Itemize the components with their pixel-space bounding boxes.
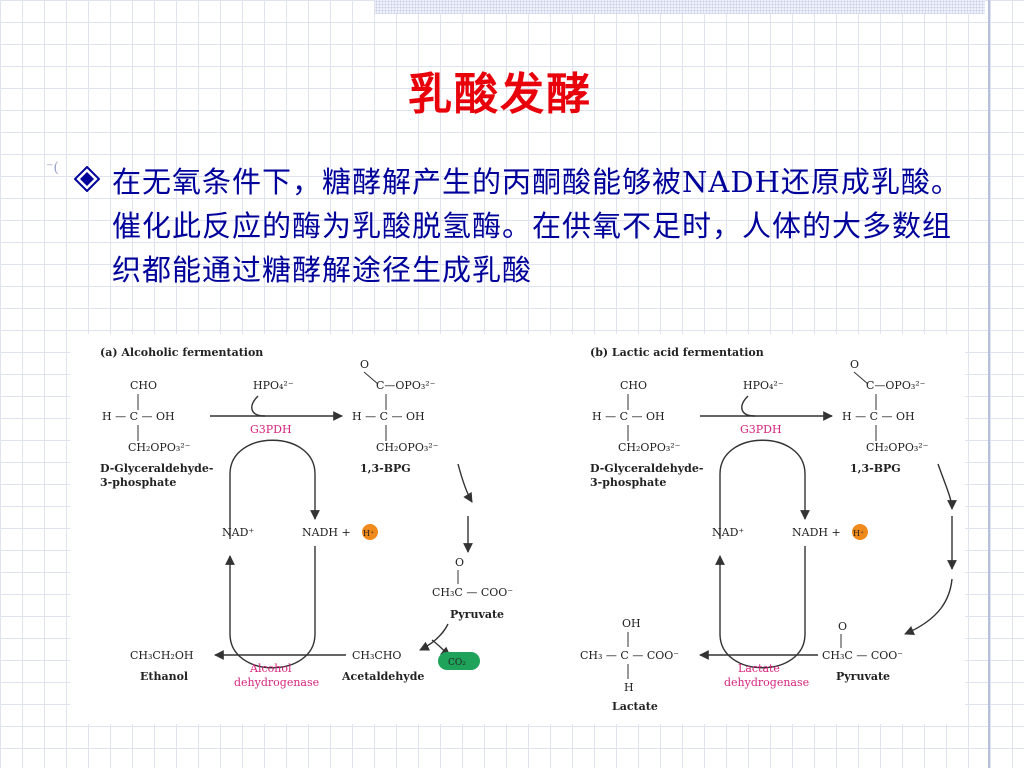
panel-lactic: (b) Lactic acid fermentation CHO H — C —…	[580, 346, 957, 713]
ethanol-formula: CH₃CH₂OH	[130, 649, 193, 662]
nad-to-nadh-loop	[719, 439, 810, 539]
proton-label: H⁺	[363, 529, 374, 538]
g3p-name-line1: D-Glyceraldehyde-	[100, 462, 213, 475]
nad-label: NAD⁺	[712, 526, 744, 539]
bpg-ch2opo3: CH₂OPO₃²⁻	[866, 441, 929, 454]
adh-label-line2: dehydrogenase	[234, 676, 319, 689]
bpg-copo3: C—OPO₃²⁻	[866, 379, 926, 392]
g3p-hcoh: H — C — OH	[102, 410, 175, 423]
right-decor-rule	[988, 0, 990, 768]
bullet-item: 在无氧条件下，糖酵解产生的丙酮酸能够被NADH还原成乳酸。催化此反应的酶为乳酸脱…	[74, 160, 964, 292]
bpg-down-arrow	[457, 463, 473, 503]
bpg-o: O	[360, 358, 369, 371]
hpo4-arrow	[251, 395, 266, 417]
top-decor-bar	[375, 0, 985, 14]
nadh-label: NADH +	[302, 526, 351, 539]
ldh-label-line2: dehydrogenase	[724, 676, 809, 689]
g3p-cho: CHO	[130, 379, 157, 392]
g3pdh-label: G3PDH	[740, 423, 782, 436]
lactate-formula: CH₃ — C — COO⁻	[580, 649, 679, 662]
ldh-label-line1: Lactate	[738, 662, 780, 675]
nadh-to-nad-loop	[225, 546, 316, 669]
co2-badge	[438, 652, 480, 670]
nad-label: NAD⁺	[222, 526, 254, 539]
proton-badge	[362, 524, 378, 540]
pyruvate-o: O	[838, 620, 847, 633]
panel-b-heading: (b) Lactic acid fermentation	[590, 346, 764, 359]
nad-to-nadh-loop	[229, 439, 320, 539]
hpo4-arrow	[741, 395, 756, 417]
lactate-oh: OH	[622, 617, 641, 630]
slide-title: 乳酸发酵	[408, 69, 592, 120]
proton-label: H⁺	[853, 529, 864, 538]
bpg-copo3: C—OPO₃²⁻	[376, 379, 436, 392]
side-mark: ⁻(	[46, 160, 59, 176]
bpg-ch2opo3: CH₂OPO₃²⁻	[376, 441, 439, 454]
pyruvate-formula: CH₃C — COO⁻	[822, 649, 903, 662]
pyruvate-o: O	[455, 556, 464, 569]
bpg-o: O	[850, 358, 859, 371]
bullet-text: 在无氧条件下，糖酵解产生的丙酮酸能够被NADH还原成乳酸。催化此反应的酶为乳酸脱…	[112, 165, 961, 287]
g3pdh-label: G3PDH	[250, 423, 292, 436]
fermentation-diagram-svg: (a) Alcoholic fermentation CHO H — C — O…	[100, 346, 957, 713]
g3p-hcoh: H — C — OH	[592, 410, 665, 423]
bpg-name: 1,3-BPG	[850, 462, 901, 475]
lactate-name: Lactate	[612, 700, 658, 713]
pyruvate-name: Pyruvate	[450, 608, 504, 621]
bpg-down-arrow	[937, 463, 957, 510]
panel-alcoholic: (a) Alcoholic fermentation CHO H — C — O…	[100, 346, 513, 689]
hpo4-label: HPO₄²⁻	[253, 379, 294, 392]
panel-a-heading: (a) Alcoholic fermentation	[100, 346, 263, 359]
pyruvate-formula: CH₃C — COO⁻	[432, 586, 513, 599]
fermentation-diagram: (a) Alcoholic fermentation CHO H — C — O…	[70, 334, 965, 724]
bpg-hcoh: H — C — OH	[842, 410, 915, 423]
proton-badge	[852, 524, 868, 540]
acetaldehyde-formula: CH₃CHO	[352, 649, 401, 662]
lactate-h: H	[624, 681, 634, 694]
g3p-name-line2: 3-phosphate	[100, 476, 176, 489]
diamond-bullet-icon	[74, 166, 100, 192]
nadh-to-nad-loop	[715, 546, 806, 669]
g3p-name-line2: 3-phosphate	[590, 476, 666, 489]
pyruvate-name: Pyruvate	[836, 670, 890, 683]
acetaldehyde-name: Acetaldehyde	[341, 670, 424, 683]
g3p-name-line1: D-Glyceraldehyde-	[590, 462, 703, 475]
g3p-cho: CHO	[620, 379, 647, 392]
adh-label-line1: Alcohol	[249, 662, 292, 675]
pyruvate-to-acetaldehyde-arrow	[419, 623, 449, 651]
g3p-ch2opo3: CH₂OPO₃²⁻	[128, 441, 191, 454]
nadh-label: NADH +	[792, 526, 841, 539]
to-pyruvate-arrow	[904, 578, 953, 636]
g3p-ch2opo3: CH₂OPO₃²⁻	[618, 441, 681, 454]
ethanol-name: Ethanol	[140, 670, 188, 683]
hpo4-label: HPO₄²⁻	[743, 379, 784, 392]
bpg-hcoh: H — C — OH	[352, 410, 425, 423]
co2-label: CO₂	[448, 658, 466, 668]
bpg-name: 1,3-BPG	[360, 462, 411, 475]
